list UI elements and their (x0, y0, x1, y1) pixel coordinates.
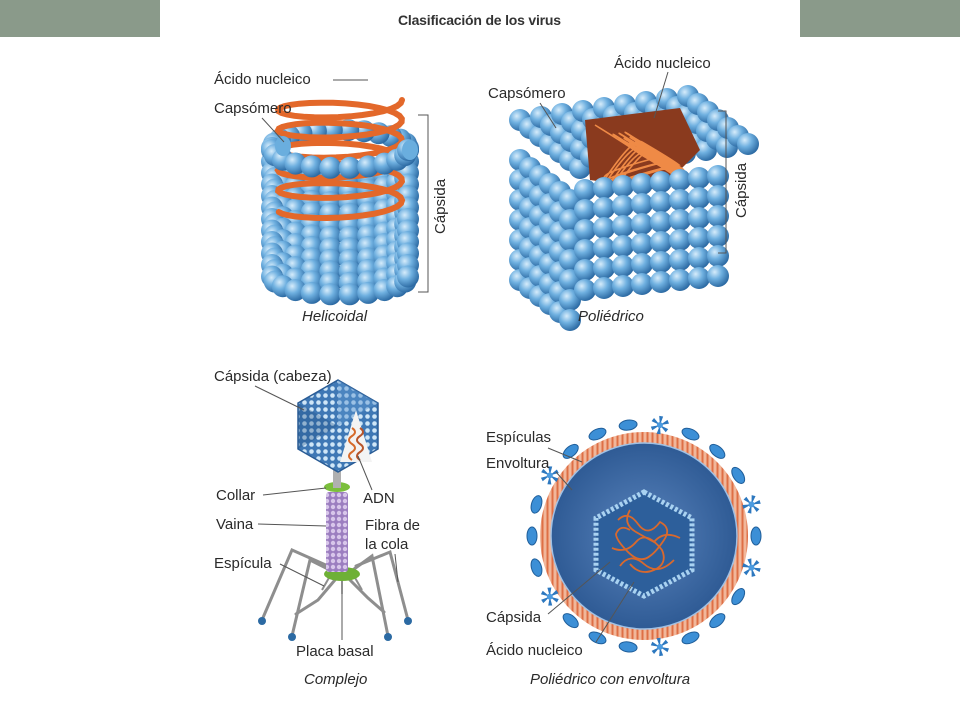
label-polyhedral-capsid: Cápsida (733, 162, 750, 218)
label-helical-nucleic-acid: Ácido nucleico (214, 71, 311, 88)
leader-complex-capsid-head (254, 385, 305, 411)
leader-polyhedral-nucleic-acid (653, 71, 669, 119)
label-complex-tail-fiber-1: Fibra de (365, 517, 420, 534)
label-polyhedral-nucleic-acid: Ácido nucleico (614, 55, 711, 72)
leader-enveloped-spikes (547, 447, 583, 463)
label-complex-dna: ADN (363, 490, 395, 507)
label-polyhedral-capsomer: Capsómero (488, 85, 566, 102)
helical-virus-illustration (261, 97, 419, 306)
polyhedral-virus-illustration (509, 85, 759, 331)
leader-complex-tail-fiber (394, 553, 399, 583)
leader-polyhedral-capsomer (539, 102, 557, 129)
leader-complex-sheath (257, 523, 327, 527)
header-band-left (0, 0, 160, 37)
header-band-right (800, 0, 960, 37)
leader-helical-capsomer (261, 117, 285, 143)
label-helical-capsomer: Capsómero (214, 100, 292, 117)
label-enveloped-spikes: Espículas (486, 429, 551, 446)
label-enveloped-capsid: Cápsida (486, 609, 542, 626)
label-complex-capsid-head: Cápsida (cabeza) (214, 368, 332, 385)
caption-polyhedral: Poliédrico (578, 308, 644, 325)
bacteriophage-illustration (258, 379, 412, 641)
label-enveloped-envelope: Envoltura (486, 455, 550, 472)
leader-complex-collar (262, 487, 327, 496)
label-complex-tail-fiber-2: la cola (365, 536, 409, 553)
label-helical-capsid: Cápsida (432, 178, 449, 234)
leader-enveloped-nucleic-acid (595, 581, 635, 643)
caption-enveloped: Poliédrico con envoltura (530, 671, 690, 688)
label-enveloped-nucleic-acid: Ácido nucleico (486, 642, 583, 659)
leader-enveloped-capsid (547, 561, 611, 615)
leader-enveloped-envelope (555, 471, 573, 491)
page-title: Clasificación de los virus (398, 12, 561, 28)
label-complex-spike: Espícula (214, 555, 272, 572)
label-complex-collar: Collar (216, 487, 255, 504)
enveloped-virus-illustration (526, 415, 762, 657)
caption-complex: Complejo (304, 671, 367, 688)
leader-complex-spike (279, 563, 325, 587)
caption-helical: Helicoidal (302, 308, 368, 325)
label-complex-sheath: Vaina (216, 516, 254, 533)
bracket-polyhedral-capsid (718, 110, 727, 254)
leader-complex-dna (357, 455, 373, 491)
bracket-helical-capsid (418, 114, 429, 293)
label-complex-base-plate: Placa basal (296, 643, 374, 660)
